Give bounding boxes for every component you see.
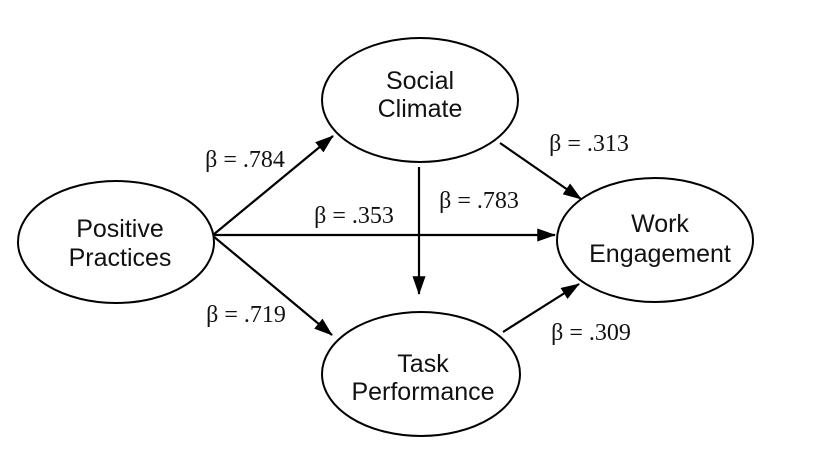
arrow-task-performance-to-work-engagement: [502, 283, 580, 333]
node-positive-practices: Positive Practices: [17, 180, 215, 304]
edge-label-sc-to-tp: β = .783: [439, 188, 519, 214]
node-work-engagement-ellipse: [556, 177, 754, 303]
node-work-engagement-label-line1: Work: [631, 210, 689, 238]
node-task-performance-label-line2: Performance: [351, 378, 494, 406]
node-work-engagement-label-line2: Engagement: [589, 240, 731, 268]
node-work-engagement: Work Engagement: [556, 177, 754, 303]
edge-label-pp-to-tp: β = .719: [206, 302, 286, 328]
arrow-social-climate-to-work-engagement: [499, 142, 582, 200]
node-task-performance: Task Performance: [321, 311, 521, 437]
edge-label-tp-to-we: β = .309: [551, 320, 631, 346]
node-task-performance-ellipse: [321, 311, 521, 437]
node-social-climate-ellipse: [321, 37, 519, 163]
node-positive-practices-label-line2: Practices: [69, 244, 172, 272]
arrow-positive-practices-to-task-performance: [212, 235, 333, 336]
arrow-positive-practices-to-social-climate: [212, 135, 334, 236]
node-task-performance-label-line1: Task: [397, 350, 449, 378]
edge-label-pp-to-we: β = .353: [314, 203, 394, 229]
node-social-climate: Social Climate: [321, 37, 519, 163]
node-social-climate-label-line2: Climate: [378, 95, 463, 123]
edges-group: [212, 135, 582, 336]
edge-labels-group: β = .784 β = .353 β = .719 β = .313 β = …: [205, 131, 631, 346]
edge-label-pp-to-sc: β = .784: [205, 147, 285, 173]
node-positive-practices-label-line1: Positive: [76, 215, 164, 243]
edge-label-sc-to-we: β = .313: [549, 131, 629, 157]
node-positive-practices-ellipse: [17, 180, 215, 304]
nodes-group: Positive Practices Social Climate Work E…: [17, 37, 754, 437]
node-social-climate-label-line1: Social: [386, 67, 454, 95]
